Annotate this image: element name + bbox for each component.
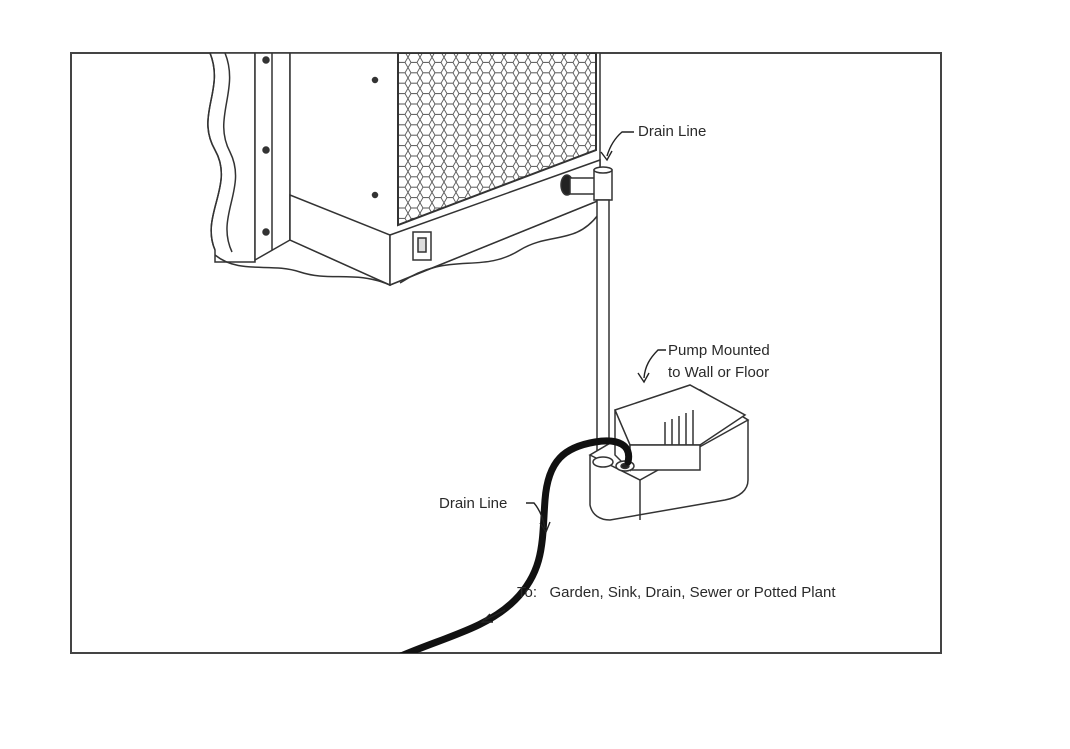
label-pump-mounted-line1: Pump Mounted	[668, 342, 770, 359]
drain-outlet-fitting	[560, 174, 599, 196]
label-drain-line-bottom: Drain Line	[439, 495, 507, 512]
arrow-icon	[480, 609, 506, 623]
drain-hose-icon	[399, 437, 633, 653]
label-drain-line-top: Drain Line	[638, 123, 706, 140]
callout-arrows	[526, 131, 666, 534]
dehumidifier-unit-icon	[207, 53, 601, 287]
label-destination: To: Garden, Sink, Drain, Sewer or Potted…	[517, 584, 836, 601]
label-pump-mounted-line2: to Wall or Floor	[668, 364, 769, 381]
drain-line-pipe	[593, 166, 613, 461]
